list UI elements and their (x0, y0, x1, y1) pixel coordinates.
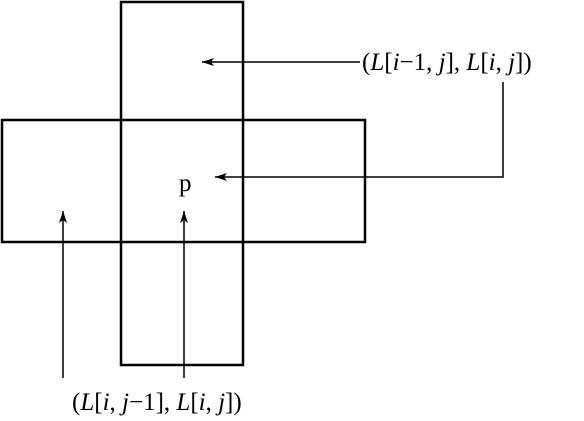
bottom-label-j2: j (215, 389, 225, 416)
bottom-label-j1: j (119, 389, 129, 416)
top-label-open: ( (362, 49, 370, 76)
top-label-i2: i (489, 49, 496, 76)
top-label-L2: L (465, 49, 480, 76)
top-label-L1: L (369, 49, 384, 76)
bottom-label-close: ]) (225, 389, 242, 416)
top-label-m1: −1, (400, 49, 439, 76)
bottom-neighbor-label: (L[i, j−1], L[i, j]) (72, 389, 242, 416)
vertical-column-rect (119, 0, 245, 367)
top-label-b1: [ (384, 49, 392, 76)
bottom-label-open: ( (72, 389, 80, 416)
bottom-label-i2: i (199, 389, 206, 416)
top-label-comma2: , (496, 49, 509, 76)
bottom-label-b2: [ (190, 389, 198, 416)
top-label-j1: j (436, 49, 446, 76)
top-label-b2: [ (480, 49, 488, 76)
bottom-label-comma2: , (206, 389, 219, 416)
top-label-i1: i (393, 49, 400, 76)
bottom-label-L2: L (175, 389, 190, 416)
top-label-close: ]) (515, 49, 532, 76)
bottom-label-L1: L (79, 389, 94, 416)
top-label-c1: ], (446, 49, 467, 76)
bottom-label-i1: i (103, 389, 110, 416)
bottom-label-m1: −1], (129, 389, 176, 416)
top-label-j2: j (505, 49, 515, 76)
center-pixel-label: p (179, 170, 192, 197)
center-elbow-arrow (215, 82, 504, 181)
bottom-label-b1: [ (94, 389, 102, 416)
top-neighbor-label: (L[i−1, j], L[i, j]) (362, 49, 532, 76)
bottom-label-comma1: , (110, 389, 123, 416)
